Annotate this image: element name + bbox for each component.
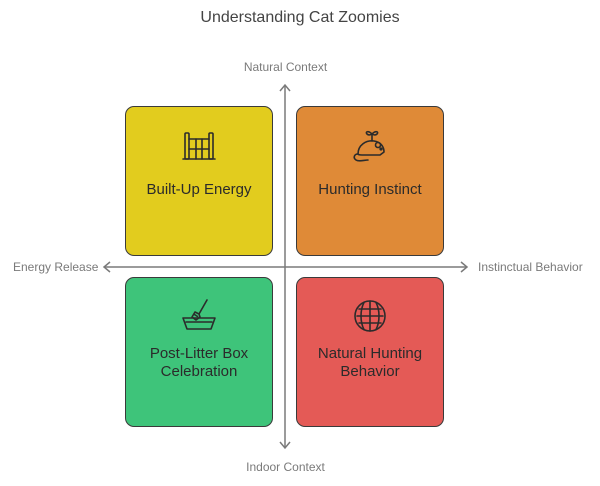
quadrant-label: Natural Hunting Behavior <box>317 345 423 380</box>
quadrant-label: Built-Up Energy <box>146 181 252 198</box>
quadrant-label: Hunting Instinct <box>318 181 422 198</box>
quadrant-built-up-energy: Built-Up Energy <box>125 106 273 256</box>
diagram-title: Understanding Cat Zoomies <box>200 9 400 26</box>
axis-label-top: Natural Context <box>243 60 328 74</box>
arrowhead-right <box>460 261 469 273</box>
quadrant-hunting-instinct: Hunting Instinct <box>296 106 444 256</box>
arrowhead-down <box>279 441 291 450</box>
arrowhead-up <box>279 83 291 92</box>
axis-label-bottom: Indoor Context <box>246 460 325 474</box>
axis-label-right: Instinctual Behavior <box>478 260 583 274</box>
quadrant-label: Post-Litter Box Celebration <box>149 345 249 380</box>
playground-icon <box>182 132 216 160</box>
axis-label-left: Energy Release <box>13 260 99 274</box>
arrowhead-left <box>102 261 111 273</box>
quadrant-natural-hunting-behavior: Natural Hunting Behavior <box>296 277 444 427</box>
quadrant-post-litter-box-celebration: Post-Litter Box Celebration <box>125 277 273 427</box>
yarn-ball-icon <box>354 300 386 332</box>
mouse-toy-icon <box>353 130 385 162</box>
litter-box-icon <box>182 299 216 330</box>
